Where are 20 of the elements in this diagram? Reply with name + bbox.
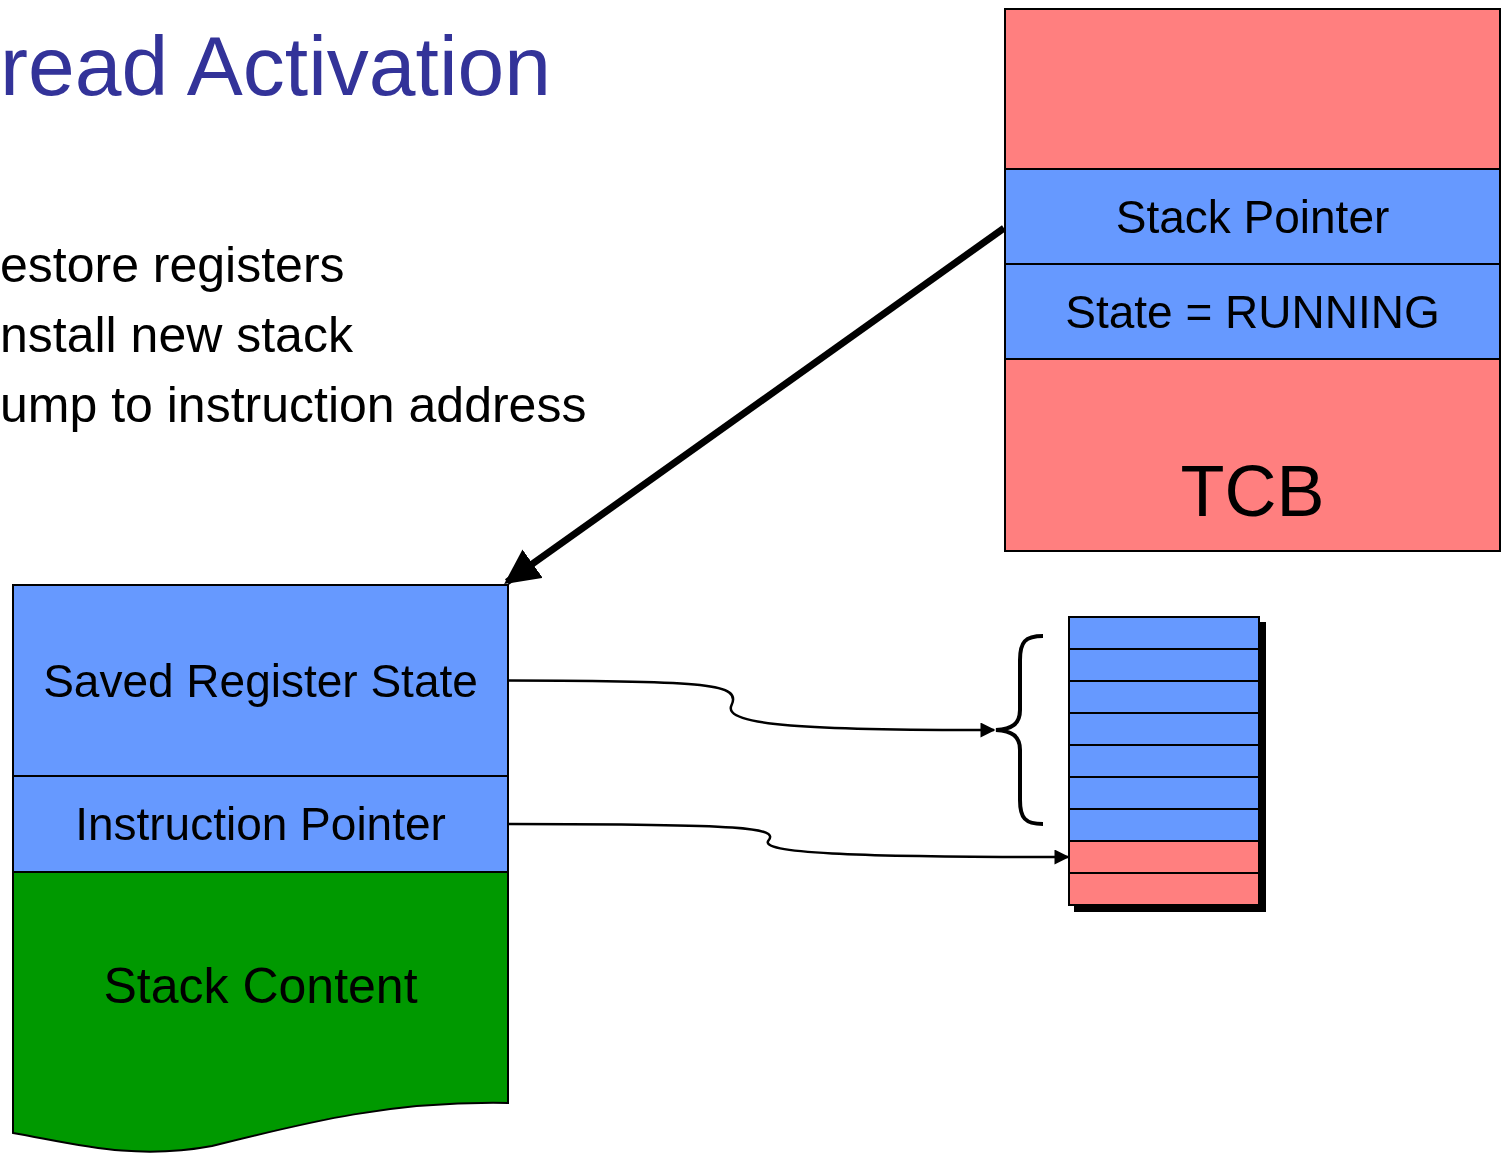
node-label: Instruction Pointer bbox=[75, 797, 446, 851]
arrow bbox=[504, 225, 1007, 585]
node-label: Stack Pointer bbox=[1115, 189, 1390, 244]
curly-brace bbox=[994, 634, 1046, 826]
stack-content-shape bbox=[12, 871, 509, 1154]
stack-field bbox=[12, 775, 509, 873]
node-label: TCB bbox=[1180, 450, 1325, 532]
stack-field bbox=[12, 584, 509, 777]
bullet-text: nstall new stack bbox=[0, 306, 353, 364]
stack-field bbox=[1004, 168, 1501, 265]
slide-title: read Activation bbox=[0, 18, 551, 115]
node-label: Stack Content bbox=[103, 957, 418, 1015]
arrow bbox=[509, 679, 996, 738]
stack-field bbox=[1004, 263, 1501, 360]
node-label: State = RUNNING bbox=[1065, 284, 1440, 339]
node-label: Saved Register State bbox=[43, 653, 478, 708]
tcb-box bbox=[1004, 8, 1501, 552]
bullet-text: estore registers bbox=[0, 236, 345, 294]
bullet-text: ump to instruction address bbox=[0, 376, 587, 434]
arrow bbox=[509, 822, 1070, 865]
